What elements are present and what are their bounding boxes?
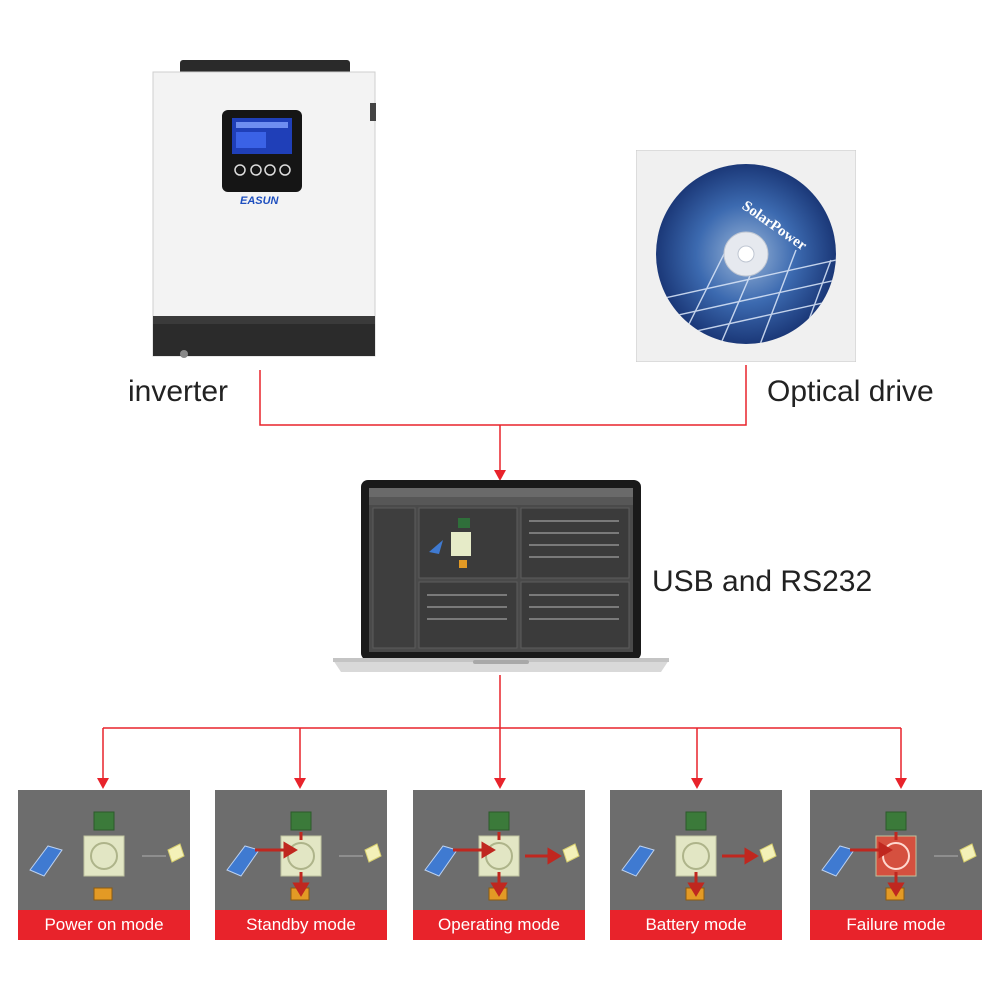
bulb-icon xyxy=(537,843,580,863)
mode-screen xyxy=(610,790,782,910)
battery-icon xyxy=(93,887,113,901)
mode-label: Operating mode xyxy=(413,910,585,940)
cd-disc-illustration xyxy=(636,150,856,362)
solar-panel-icon xyxy=(621,845,655,877)
grid-icon xyxy=(290,811,312,831)
arrow-down-icon xyxy=(895,778,907,789)
optical-drive-connector xyxy=(500,365,747,426)
arrow-down-icon xyxy=(97,778,109,789)
mode-panel-battery: Battery mode xyxy=(610,790,782,940)
mode-label: Standby mode xyxy=(215,910,387,940)
bulb-icon xyxy=(934,843,977,863)
inverter-device: EASUN xyxy=(148,58,380,358)
arrow-down-icon xyxy=(294,778,306,789)
mode-label: Failure mode xyxy=(810,910,982,940)
power-flow-diagram xyxy=(226,811,382,901)
grid-icon xyxy=(488,811,510,831)
power-flow-diagram xyxy=(29,811,185,901)
grid-icon xyxy=(885,811,907,831)
power-flow-diagram xyxy=(821,811,977,901)
inverter-connector xyxy=(259,370,500,426)
inverter-label: inverter xyxy=(128,375,229,408)
mode-label: Battery mode xyxy=(610,910,782,940)
solar-panel-icon xyxy=(226,845,260,877)
arrow-down-icon xyxy=(494,470,506,481)
mode-screen xyxy=(413,790,585,910)
mode-panel-standby: Standby mode xyxy=(215,790,387,940)
grid-icon xyxy=(93,811,115,831)
power-flow-diagram xyxy=(424,811,580,901)
inverter-brand-logo: EASUN xyxy=(240,195,279,207)
optical-drive-label: Optical drive xyxy=(767,375,934,408)
arrow-down-icon xyxy=(691,778,703,789)
laptop-label: USB and RS232 xyxy=(652,565,873,598)
inverter-illustration xyxy=(152,60,376,358)
bulb-icon xyxy=(734,843,777,863)
mode-panel-operating: Operating mode xyxy=(413,790,585,940)
bulb-icon xyxy=(142,843,185,863)
bulb-icon xyxy=(339,843,382,863)
mode-screen xyxy=(215,790,387,910)
laptop-device xyxy=(333,480,669,675)
laptop-illustration xyxy=(333,480,669,672)
solar-panel-icon xyxy=(424,845,458,877)
solar-panel-icon xyxy=(29,845,63,877)
optical-drive-device: SolarPower xyxy=(636,150,856,362)
power-flow-diagram xyxy=(621,811,777,901)
mode-panel-idle: Power on mode xyxy=(18,790,190,940)
mode-label: Power on mode xyxy=(18,910,190,940)
grid-icon xyxy=(685,811,707,831)
solar-panel-icon xyxy=(821,845,855,877)
arrow-down-icon xyxy=(494,778,506,789)
mode-panel-failure: Failure mode xyxy=(810,790,982,940)
mode-screen xyxy=(810,790,982,910)
mode-screen xyxy=(18,790,190,910)
